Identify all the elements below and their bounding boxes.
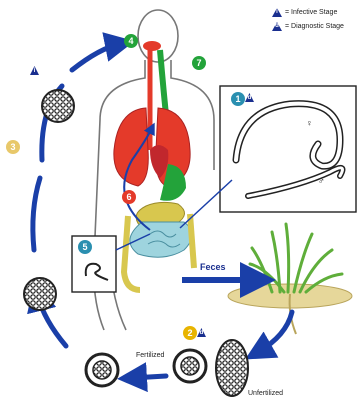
male-symbol: ♂ (318, 176, 325, 186)
step-5-marker: 5 (78, 240, 92, 254)
step-2-marker: 2 (183, 326, 197, 340)
step-7-marker: 7 (192, 56, 206, 70)
mouth (143, 41, 161, 51)
legend-diagnostic-label: = Diagnostic Stage (285, 23, 344, 30)
egg-fertilized (174, 350, 206, 382)
feces-label: Feces (200, 262, 226, 272)
step-1-marker: 1 (231, 92, 245, 106)
step-4-marker: 4 (124, 34, 138, 48)
female-symbol: ♀ (306, 118, 313, 128)
egg-unfertilized (216, 340, 248, 396)
legend-infective: i = Infective Stage (272, 8, 337, 17)
legend-infective-label: = Infective Stage (285, 9, 337, 16)
step-3-marker: 3 (6, 140, 20, 154)
legend-diagnostic: d = Diagnostic Stage (272, 22, 344, 31)
egg-top (42, 90, 74, 122)
left-lung (114, 108, 148, 186)
unfertilized-label: Unfertilized (248, 390, 283, 397)
infective-stage-icon: i (272, 8, 282, 17)
step-6-marker: 6 (122, 190, 136, 204)
egg-bottom-left (86, 354, 118, 386)
fertilized-label: Fertilized (136, 352, 164, 359)
diagnostic-stage-icon: d (272, 22, 282, 31)
egg-left (24, 278, 56, 310)
